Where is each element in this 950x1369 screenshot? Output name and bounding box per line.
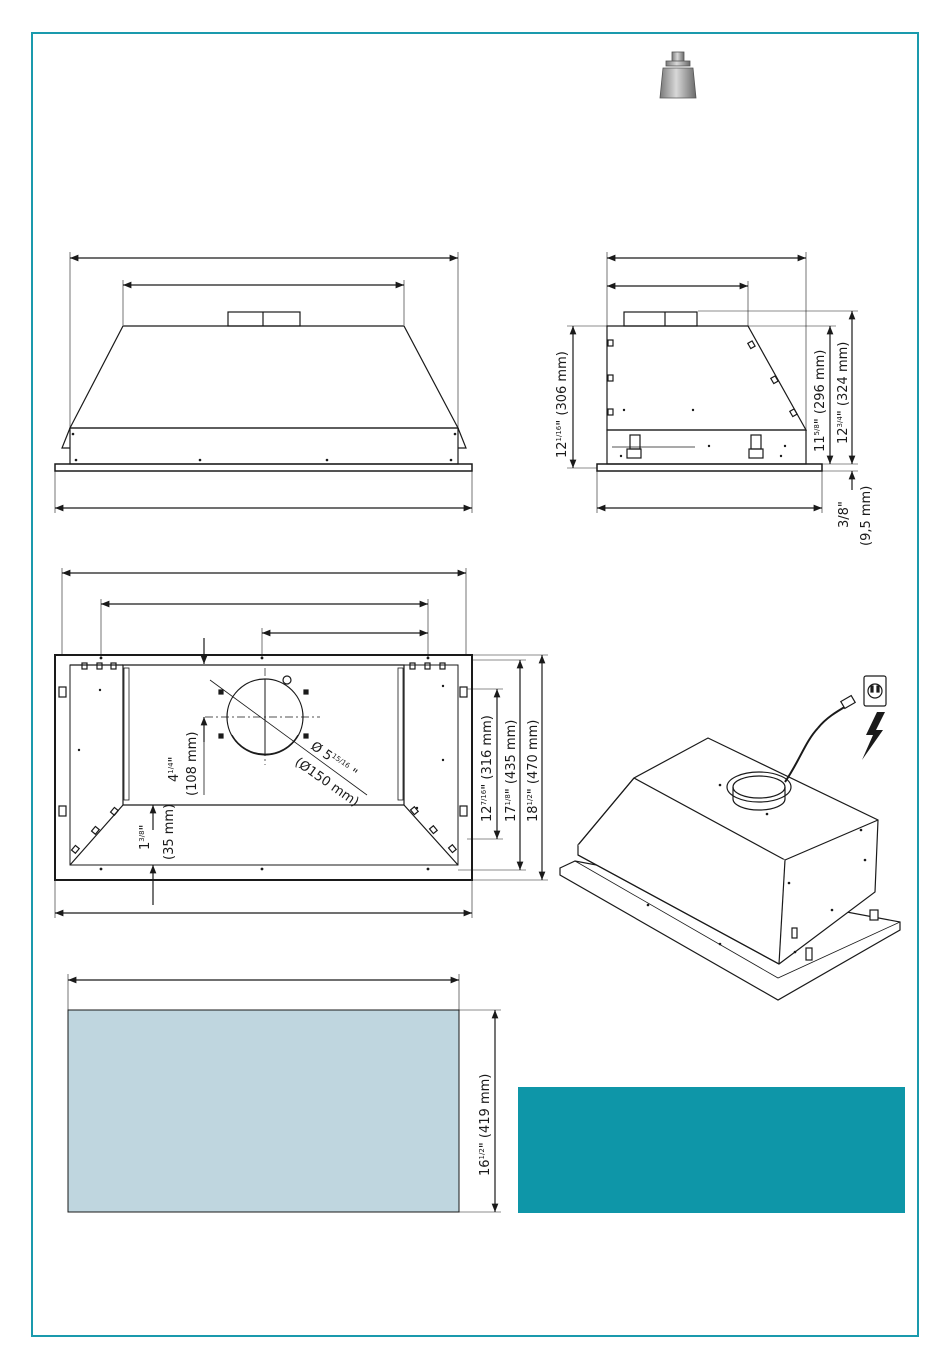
edge-offset-label: 13/8" (35 mm) [138, 804, 177, 860]
depth-c-label: 181/2" (470 mm) [526, 720, 541, 822]
cutout-template [68, 974, 501, 1212]
side-height-inner-label: 115/8" (296 mm) [813, 350, 828, 452]
wall-outlet-icon [864, 676, 886, 706]
svg-text:121/16" (306 mm): 121/16" (306 mm) [555, 351, 570, 458]
svg-text:13/8": 13/8" [138, 824, 153, 850]
svg-text:115/8" (296 mm): 115/8" (296 mm) [813, 350, 828, 452]
bottom-view [55, 568, 548, 918]
svg-text:127/16" (316 mm): 127/16" (316 mm) [480, 715, 495, 822]
svg-text:(35 mm): (35 mm) [162, 804, 177, 860]
flange-mm-label: (9,5 mm) [859, 486, 874, 546]
svg-text:(108 mm): (108 mm) [185, 732, 200, 796]
svg-text:123/4" (324 mm): 123/4" (324 mm) [836, 342, 851, 444]
weight-icon [660, 52, 696, 98]
duct-offset-label: 41/4" (108 mm) [167, 732, 200, 796]
side-height-left-label: 121/16" (306 mm) [555, 351, 570, 458]
svg-text:41/4": 41/4" [167, 756, 182, 782]
svg-text:161/2" (419 mm): 161/2" (419 mm) [478, 1074, 493, 1176]
lightning-bolt-icon [862, 712, 885, 760]
svg-text:171/8" (435 mm): 171/8" (435 mm) [504, 720, 519, 822]
front-view [55, 252, 472, 513]
cutout-height-label: 161/2" (419 mm) [478, 1074, 493, 1176]
isometric-view [560, 696, 900, 1000]
side-height-outer-label: 123/4" (324 mm) [836, 342, 851, 444]
flange-inch-label: 3/8" [837, 501, 852, 528]
depth-b-label: 171/8" (435 mm) [504, 720, 519, 822]
depth-a-label: 127/16" (316 mm) [480, 715, 495, 822]
svg-text:181/2" (470 mm): 181/2" (470 mm) [526, 720, 541, 822]
info-panel [518, 1087, 905, 1213]
duct-diameter-label: Ø 515/16 " (Ø150 mm) [292, 739, 362, 810]
